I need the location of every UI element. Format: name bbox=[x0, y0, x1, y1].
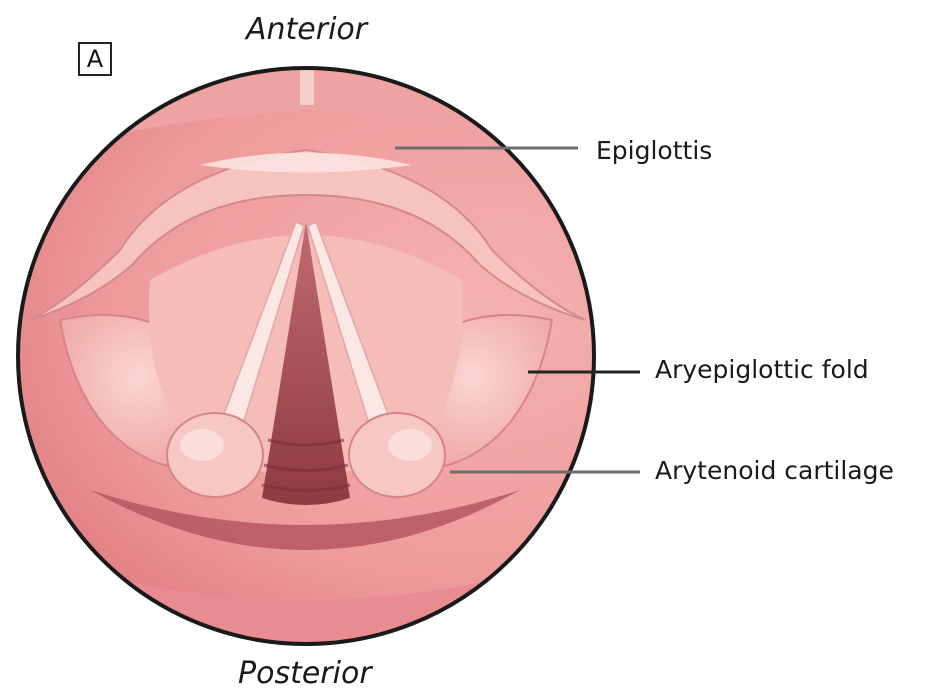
arytenoid-highlight bbox=[180, 429, 224, 461]
label-arytenoid-cartilage: Arytenoid cartilage bbox=[655, 456, 894, 485]
label-aryepiglottic-fold: Aryepiglottic fold bbox=[655, 355, 869, 384]
orientation-anterior: Anterior bbox=[246, 12, 367, 47]
panel-label: A bbox=[78, 42, 112, 76]
label-epiglottis: Epiglottis bbox=[596, 136, 712, 165]
orientation-posterior: Posterior bbox=[238, 656, 372, 691]
arytenoid-highlight bbox=[388, 429, 432, 461]
